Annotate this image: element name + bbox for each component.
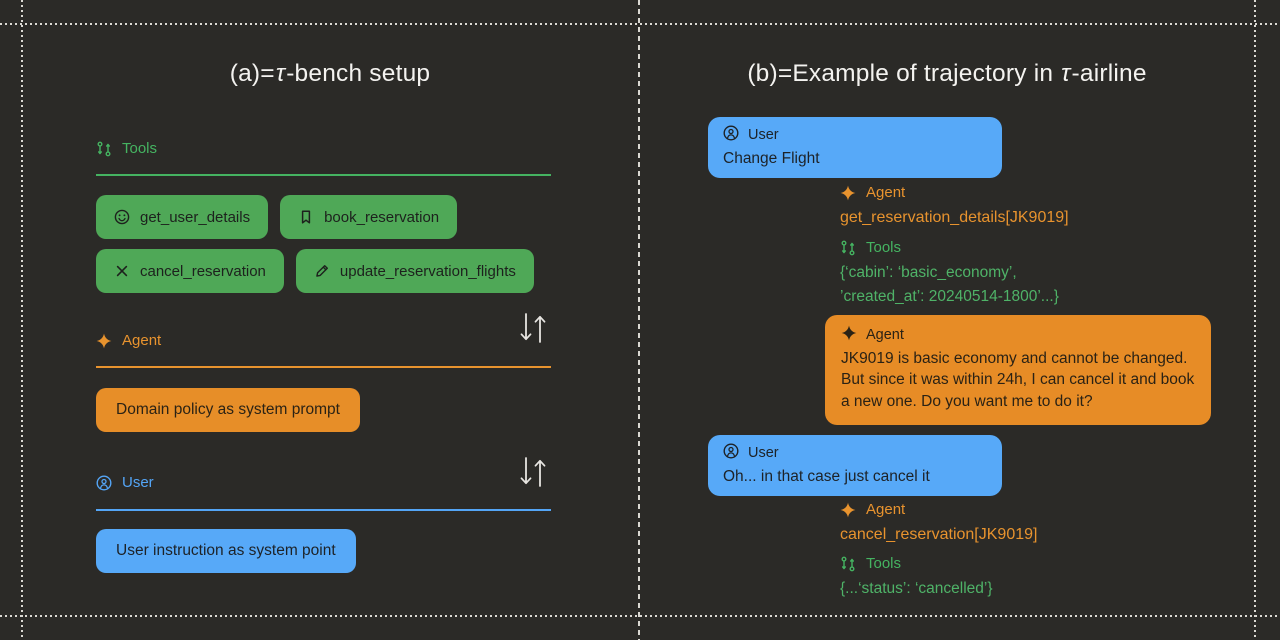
- agent-tool-call-step: Agent get_reservation_details[JK9019]: [840, 184, 1069, 230]
- tools-step-header: Tools: [840, 239, 1059, 256]
- grid-line-right: [1254, 0, 1256, 640]
- tau-symbol: τ: [275, 60, 286, 87]
- tools-result-code: {‘cabin’: ‘basic_economy’, ’created_at’:…: [840, 261, 1059, 308]
- tools-result-step: Tools {‘cabin’: ‘basic_economy’, ’create…: [840, 239, 1059, 308]
- user-message-text: Oh... in that case just cancel it: [723, 468, 930, 485]
- user-section-header: User: [96, 474, 154, 491]
- grid-line-top: [0, 23, 1280, 25]
- tools-step-label: Tools: [866, 239, 902, 256]
- tool-chip-label: book_reservation: [324, 208, 440, 226]
- workflow-compare-icon: [840, 556, 856, 572]
- workflow-compare-icon: [840, 240, 856, 256]
- agent-bubble-label: Agent: [866, 327, 904, 343]
- sparkle-icon: [840, 185, 856, 201]
- agent-bubble-header: Agent: [841, 325, 1195, 345]
- user-bubble-label: User: [748, 445, 779, 461]
- panel-a-title: (a)=τ-bench setup: [22, 60, 638, 88]
- grid-line-bottom: [0, 615, 1280, 617]
- pencil-icon: [314, 263, 330, 279]
- agent-section-label: Agent: [122, 332, 162, 349]
- down-up-arrows-icon: [516, 310, 550, 351]
- panel-b-title-suffix: -airline: [1071, 60, 1147, 87]
- sparkle-icon: [841, 325, 857, 345]
- grid-line-center: [638, 0, 640, 640]
- workflow-compare-icon: [96, 141, 112, 157]
- panel-trajectory-example: (b)=Example of trajectory in τ-airline U…: [639, 24, 1255, 616]
- tau-symbol: τ: [1061, 60, 1071, 87]
- tool-chip-book-reservation: book_reservation: [280, 195, 458, 239]
- tools-result-code: {...‘status’: ‘cancelled’}: [840, 580, 993, 597]
- user-instruction-card: User instruction as system point: [96, 529, 356, 573]
- panel-a-title-prefix: (a)=: [229, 60, 275, 87]
- agent-step-header: Agent: [840, 184, 1069, 201]
- agent-call-code: cancel_reservation[JK9019]: [840, 526, 1038, 543]
- tool-chip-get-user-details: get_user_details: [96, 195, 269, 239]
- agent-step-header: Agent: [840, 501, 1037, 518]
- person-circle-icon: [723, 125, 739, 145]
- tools-divider: [96, 174, 551, 176]
- agent-step-label: Agent: [866, 501, 906, 518]
- down-up-arrows-icon: [516, 454, 550, 495]
- user-bubble-header: User: [723, 125, 987, 145]
- x-icon: [114, 263, 130, 279]
- panel-a-title-suffix: -bench setup: [286, 60, 431, 87]
- tool-chip-label: cancel_reservation: [140, 262, 266, 280]
- smiley-icon: [114, 209, 130, 225]
- tools-section-header: Tools: [96, 140, 157, 157]
- bookmark-icon: [298, 209, 314, 225]
- tool-chip-list: get_user_details book_reservation cancel…: [96, 195, 578, 293]
- agent-tool-call-step: Agent cancel_reservation[JK9019]: [840, 501, 1037, 547]
- grid-line-left: [21, 0, 23, 640]
- sparkle-icon: [840, 502, 856, 518]
- tool-chip-cancel-reservation: cancel_reservation: [96, 249, 284, 293]
- user-divider: [96, 509, 551, 511]
- tools-result-line: ’created_at’: 20240514-1800’...}: [840, 287, 1059, 305]
- agent-call-code: get_reservation_details[JK9019]: [840, 209, 1069, 226]
- user-bubble-label: User: [748, 127, 779, 143]
- agent-section-header: Agent: [96, 332, 161, 349]
- user-bubble-header: User: [723, 443, 987, 463]
- tool-chip-label: get_user_details: [140, 208, 251, 226]
- user-message-bubble: User Change Flight: [708, 117, 1002, 179]
- agent-divider: [96, 366, 551, 368]
- user-section-label: User: [122, 474, 154, 491]
- tools-step-label: Tools: [866, 555, 902, 572]
- tools-section-label: Tools: [122, 140, 158, 157]
- tools-step-header: Tools: [840, 555, 993, 572]
- sparkle-icon: [96, 333, 112, 349]
- tool-chip-label: update_reservation_flights: [339, 262, 516, 280]
- tools-result-step: Tools {...‘status’: ‘cancelled’}: [840, 555, 993, 601]
- user-message-bubble: User Oh... in that case just cancel it: [708, 435, 1002, 497]
- panel-b-title: (b)=Example of trajectory in τ-airline: [639, 60, 1255, 88]
- agent-message-bubble: Agent JK9019 is basic economy and cannot…: [825, 315, 1211, 425]
- user-message-text: Change Flight: [723, 150, 820, 167]
- agent-step-label: Agent: [866, 184, 906, 201]
- tool-chip-update-reservation-flights: update_reservation_flights: [295, 249, 534, 293]
- person-circle-icon: [723, 443, 739, 463]
- person-circle-icon: [96, 475, 112, 491]
- domain-policy-card: Domain policy as system prompt: [96, 388, 360, 432]
- panel-tau-bench-setup: (a)=τ-bench setup Tools get_user_details…: [22, 24, 638, 616]
- agent-message-text: JK9019 is basic economy and cannot be ch…: [841, 350, 1195, 410]
- panel-b-title-prefix: (b)=Example of trajectory in: [747, 60, 1061, 87]
- tools-result-line: {‘cabin’: ‘basic_economy’,: [840, 264, 1017, 281]
